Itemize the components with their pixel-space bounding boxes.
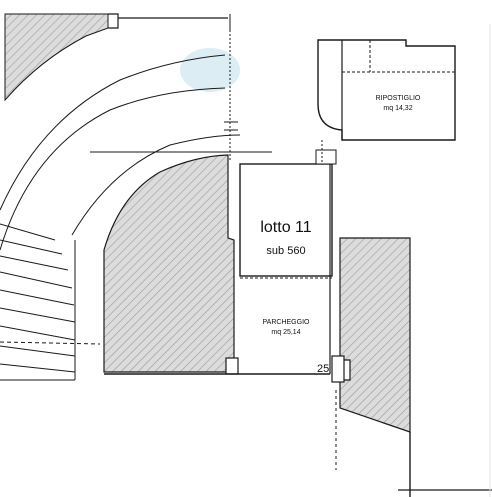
passage-connector	[315, 149, 337, 165]
column-right	[331, 355, 345, 383]
top-wall	[108, 13, 228, 29]
lot-sub: sub 560	[266, 245, 305, 257]
storage-label: RIPOSTIGLIO	[376, 95, 421, 102]
hatched-area-left	[103, 154, 235, 373]
column-bottom-left	[225, 357, 239, 375]
lot-title: lotto 11	[260, 219, 311, 236]
hatched-corner-top-left	[4, 13, 109, 102]
hatched-area-right	[339, 237, 411, 433]
highlight-mark	[180, 48, 240, 92]
lot-box	[239, 163, 333, 277]
space-number: 25	[317, 363, 329, 375]
storage-room	[317, 39, 456, 141]
ramp-middle-curve	[0, 87, 226, 251]
ramp-outer-curve	[0, 54, 226, 211]
parking-label: PARCHEGGIO	[263, 319, 310, 326]
storage-area: mq 14,32	[383, 105, 412, 112]
section-dashed-line	[0, 341, 101, 345]
ramp-inner-curve	[71, 134, 241, 236]
stair-treads	[0, 223, 76, 381]
parking-area: mq 25,14	[271, 329, 300, 336]
